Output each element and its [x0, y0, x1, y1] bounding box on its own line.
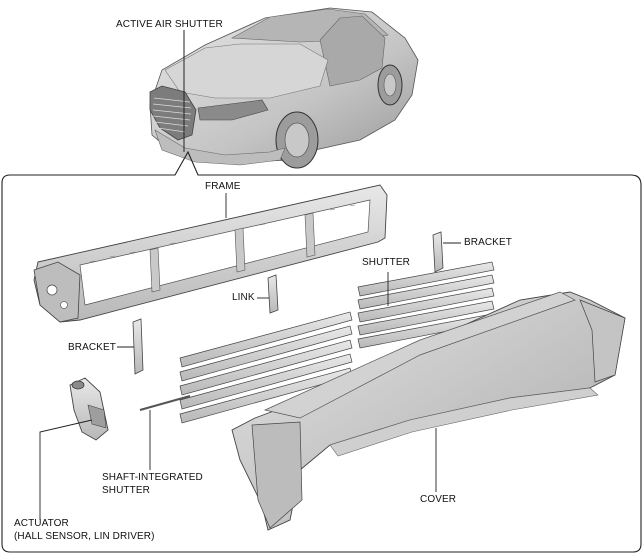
bracket-right-part [432, 231, 444, 273]
label-actuator-line1: ACTUATOR [14, 518, 69, 529]
label-frame: FRAME [205, 181, 241, 192]
shaft-part [139, 394, 191, 412]
link-part [267, 274, 279, 314]
label-cover: COVER [420, 494, 457, 505]
bracket-left-part [132, 318, 144, 375]
label-actuator-line2: (HALL SENSOR, LIN DRIVER) [14, 531, 155, 542]
frame-part [33, 184, 388, 323]
leader-actuator [39, 419, 93, 520]
shaft-integrated-shutter-part [179, 311, 353, 424]
shutter-part [357, 261, 495, 349]
label-bracket-left: BRACKET [68, 342, 116, 353]
label-link: LINK [232, 292, 255, 303]
label-bracket-right: BRACKET [464, 237, 512, 248]
actuator-part [69, 377, 109, 441]
label-shaft-integrated-line2: SHUTTER [102, 485, 150, 496]
cover-part [231, 291, 626, 531]
detail-frame-outline [1, 150, 642, 553]
vehicle-illustration [149, 7, 419, 169]
label-active-air-shutter: ACTIVE AIR SHUTTER [116, 19, 223, 30]
label-shaft-integrated-line1: SHAFT-INTEGRATED [102, 472, 203, 483]
label-shutter: SHUTTER [362, 257, 410, 268]
